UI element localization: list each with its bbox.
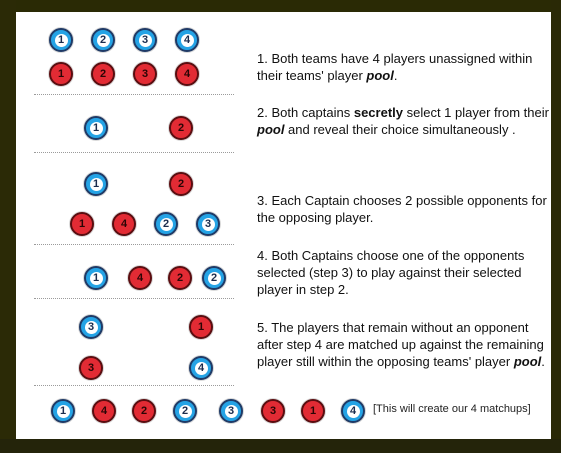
step-5-pool: pool [513,354,542,369]
player-number: 3 [138,33,152,47]
step-2-pool: pool [257,122,285,137]
step-2-text: 2. Both captains secretly select 1 playe… [257,104,557,138]
red-player-dot: 4 [128,266,152,290]
step-3-part: 3. Each Captain chooses 2 possible oppon… [257,193,547,225]
player-number: 3 [84,361,98,375]
step-2-part: and reveal their choice simultaneously . [284,122,516,137]
red-player-dot: 2 [169,116,193,140]
red-player-dot: 3 [79,356,103,380]
step-5-part: 5. The players that remain without an op… [257,320,544,369]
blue-player-dot: 3 [219,399,243,423]
player-number: 4 [97,404,111,418]
player-number: 2 [159,217,173,231]
red-player-dot: 1 [189,315,213,339]
player-number: 1 [194,320,208,334]
step-2-secretly: secretly [353,105,403,120]
step-5-text: 5. The players that remain without an op… [257,319,557,370]
player-number: 2 [178,404,192,418]
separator-line [34,380,234,386]
separator-line [34,89,234,95]
red-player-dot: 2 [91,62,115,86]
step-3-text: 3. Each Captain chooses 2 possible oppon… [257,192,557,226]
separator-line [34,147,234,153]
red-player-dot: 3 [261,399,285,423]
player-number: 1 [89,177,103,191]
frame-bottom [0,439,561,453]
blue-player-dot: 3 [196,212,220,236]
red-player-dot: 1 [49,62,73,86]
blue-player-dot: 2 [154,212,178,236]
blue-player-dot: 4 [189,356,213,380]
player-number: 4 [180,33,194,47]
player-number: 3 [224,404,238,418]
player-number: 2 [173,271,187,285]
blue-player-dot: 1 [49,28,73,52]
player-number: 2 [174,121,188,135]
separator-line [34,239,234,245]
step-1-part: . [393,68,398,83]
red-player-dot: 4 [92,399,116,423]
player-number: 2 [137,404,151,418]
step-4-text: 4. Both Captains choose one of the oppon… [257,247,557,298]
blue-player-dot: 2 [91,28,115,52]
red-player-dot: 4 [175,62,199,86]
player-number: 1 [54,33,68,47]
step-5-part: . [541,354,545,369]
matchups-note: [This will create our 4 matchups] [373,403,531,415]
diagram-panel: 1 2 3 4 1 2 3 4 1 2 1 2 1 4 2 3 1 4 2 2 3 1 3 4 1 4 2 2 3 3 1 4 1. Both… [16,12,551,439]
red-player-dot: 1 [301,399,325,423]
step-1-text: 1. Both teams have 4 players unassigned … [257,50,557,84]
step-2-part: 2. Both captains [257,105,354,120]
blue-player-dot: 1 [84,266,108,290]
player-number: 3 [201,217,215,231]
frame-left [0,0,16,453]
player-number: 2 [96,67,110,81]
blue-player-dot: 3 [133,28,157,52]
red-player-dot: 2 [168,266,192,290]
step-4-part: 4. Both Captains choose one of the oppon… [257,248,525,297]
red-player-dot: 2 [132,399,156,423]
player-number: 4 [180,67,194,81]
step-1-part: 1. Both teams have 4 players unassigned … [257,51,533,83]
red-player-dot: 4 [112,212,136,236]
blue-player-dot: 4 [175,28,199,52]
player-number: 1 [89,121,103,135]
player-number: 3 [84,320,98,334]
player-number: 3 [266,404,280,418]
player-number: 4 [133,271,147,285]
player-number: 1 [75,217,89,231]
player-number: 1 [306,404,320,418]
player-number: 1 [56,404,70,418]
blue-player-dot: 1 [84,172,108,196]
step-1-pool: pool [366,68,394,83]
blue-player-dot: 1 [84,116,108,140]
red-player-dot: 3 [133,62,157,86]
player-number: 3 [138,67,152,81]
player-number: 4 [346,404,360,418]
player-number: 2 [174,177,188,191]
red-player-dot: 2 [169,172,193,196]
frame-right [551,0,561,453]
blue-player-dot: 2 [173,399,197,423]
player-number: 1 [89,271,103,285]
red-player-dot: 1 [70,212,94,236]
player-number: 4 [117,217,131,231]
player-number: 4 [194,361,208,375]
player-number: 2 [96,33,110,47]
blue-player-dot: 1 [51,399,75,423]
player-number: 2 [207,271,221,285]
blue-player-dot: 4 [341,399,365,423]
step-2-part: select 1 player from their [403,105,549,120]
blue-player-dot: 2 [202,266,226,290]
separator-line [34,293,234,299]
player-number: 1 [54,67,68,81]
blue-player-dot: 3 [79,315,103,339]
